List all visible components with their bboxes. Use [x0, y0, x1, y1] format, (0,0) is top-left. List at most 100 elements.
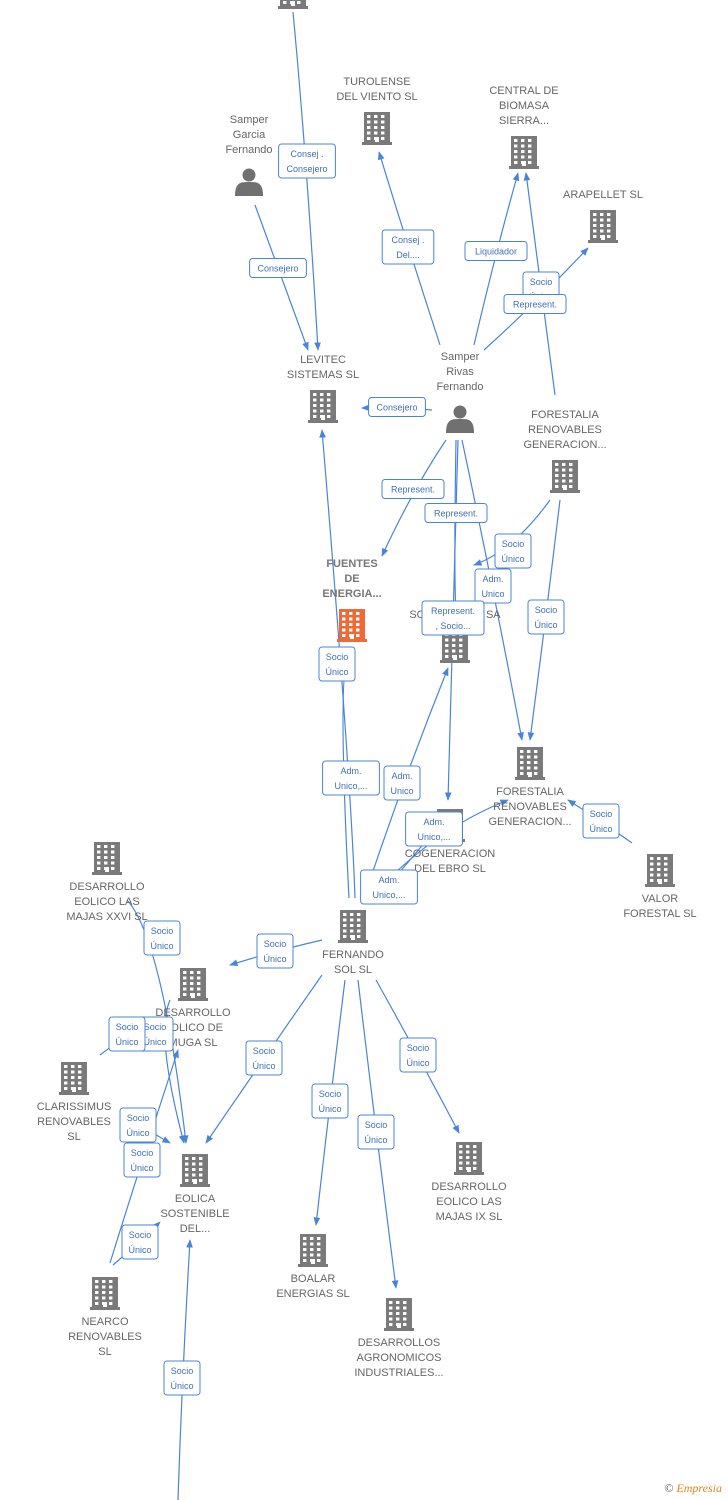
relation-badge-box[interactable]	[278, 143, 336, 179]
relation-badge-box[interactable]	[474, 568, 512, 604]
relation-badge-text: Represent.	[431, 606, 475, 616]
edge-majas26-to-eolica[interactable]	[126, 899, 189, 1144]
relation-badge-box[interactable]	[311, 1083, 349, 1119]
relation-badge[interactable]: Consejero	[249, 258, 307, 278]
relation-badge-box[interactable]	[381, 479, 445, 499]
node-label: DESARROLLO	[155, 1007, 231, 1019]
node-label: SISTEMAS SL	[287, 369, 359, 381]
relation-badge[interactable]: Adm.Unico,...	[360, 869, 418, 905]
relation-badge-text: Adm.	[391, 771, 412, 781]
node-label: MUGA SL	[169, 1037, 218, 1049]
relation-badge[interactable]: Adm.Unico	[383, 765, 421, 801]
node-label: MAJAS IX SL	[436, 1211, 503, 1223]
relation-badge-box[interactable]	[383, 765, 421, 801]
relation-badge[interactable]: Adm.Unico,...	[322, 760, 380, 796]
relation-badge-box[interactable]	[119, 1107, 157, 1143]
node-forestalia2[interactable]: FORESTALIARENOVABLESGENERACION...	[488, 747, 572, 828]
relation-badge-box[interactable]	[256, 933, 294, 969]
relation-badge-box[interactable]	[399, 1037, 437, 1073]
relation-badge[interactable]: Adm.Unico	[474, 568, 512, 604]
relation-badge-box[interactable]	[143, 920, 181, 956]
relation-badge[interactable]: Represent.	[503, 294, 567, 314]
relation-badge-box[interactable]	[421, 600, 485, 636]
relation-badge-box[interactable]	[368, 397, 426, 417]
relation-badge-box[interactable]	[405, 811, 463, 847]
node-agronomicos[interactable]: DESARROLLOSAGRONOMICOSINDUSTRIALES...	[354, 1298, 444, 1379]
relation-badge-box[interactable]	[249, 258, 307, 278]
relation-badge-text: Liquidador	[475, 247, 517, 257]
node-label: FERNANDO	[322, 949, 384, 961]
edge-muga-to-eolica[interactable]	[164, 999, 186, 1144]
node-label: EOLICA	[175, 1193, 216, 1205]
relation-badge-text: Único	[115, 1037, 138, 1047]
node-fuentes[interactable]: FUENTESDEENERGIA...	[322, 558, 382, 642]
node-forestalia1[interactable]: FORESTALIARENOVABLESGENERACION...	[523, 409, 607, 493]
relation-badge-box[interactable]	[424, 503, 488, 523]
building-icon	[278, 0, 308, 9]
relation-badge[interactable]: Represent., Socio...	[421, 600, 485, 636]
relation-badge-box[interactable]	[527, 599, 565, 635]
relation-badge-box[interactable]	[318, 646, 356, 682]
relation-badge[interactable]: Represent.	[381, 479, 445, 499]
relation-badge-box[interactable]	[494, 533, 532, 569]
relation-badge[interactable]: Liquidador	[464, 241, 528, 261]
node-arapellet[interactable]: ARAPELLET SL	[563, 189, 643, 243]
relation-badge[interactable]: Represent.	[424, 503, 488, 523]
building-icon	[588, 210, 618, 243]
node-label: RENOVABLES	[493, 801, 567, 813]
relation-badge-box[interactable]	[322, 760, 380, 796]
relation-badge-box[interactable]	[582, 803, 620, 839]
node-eolica[interactable]: EOLICASOSTENIBLEDEL...	[160, 1154, 230, 1235]
relation-badge-box[interactable]	[360, 869, 418, 905]
relation-badge-box[interactable]	[245, 1040, 283, 1076]
relation-badge-box[interactable]	[357, 1114, 395, 1150]
relation-badge-box[interactable]	[503, 294, 567, 314]
edge-top-to-levitec[interactable]	[292, 11, 321, 351]
relation-badge[interactable]: Consej .Del....	[381, 229, 435, 265]
relation-badge-box[interactable]	[108, 1016, 146, 1052]
node-central[interactable]: CENTRAL DEBIOMASASIERRA...	[489, 85, 559, 169]
relation-badge[interactable]: Consejero	[368, 397, 426, 417]
edge-fernandosol-to-levitec[interactable]	[319, 429, 356, 899]
relation-badge-box[interactable]	[163, 1360, 201, 1396]
relation-badge[interactable]: Consej .Consejero	[278, 143, 336, 179]
relation-badge[interactable]: Adm.Unico,...	[405, 811, 463, 847]
relation-badge-box[interactable]	[121, 1224, 159, 1260]
relation-badge-text: Consejero	[286, 164, 327, 174]
brand-logo[interactable]: Empresia	[676, 1481, 722, 1495]
node-label: DEL VIENTO SL	[336, 91, 417, 103]
node-top[interactable]	[278, 0, 308, 9]
relation-badge-box[interactable]	[464, 241, 528, 261]
relation-badge-text: Único	[589, 824, 612, 834]
relation-badge-box[interactable]	[123, 1142, 161, 1178]
relation-badge-box[interactable]	[381, 229, 435, 265]
